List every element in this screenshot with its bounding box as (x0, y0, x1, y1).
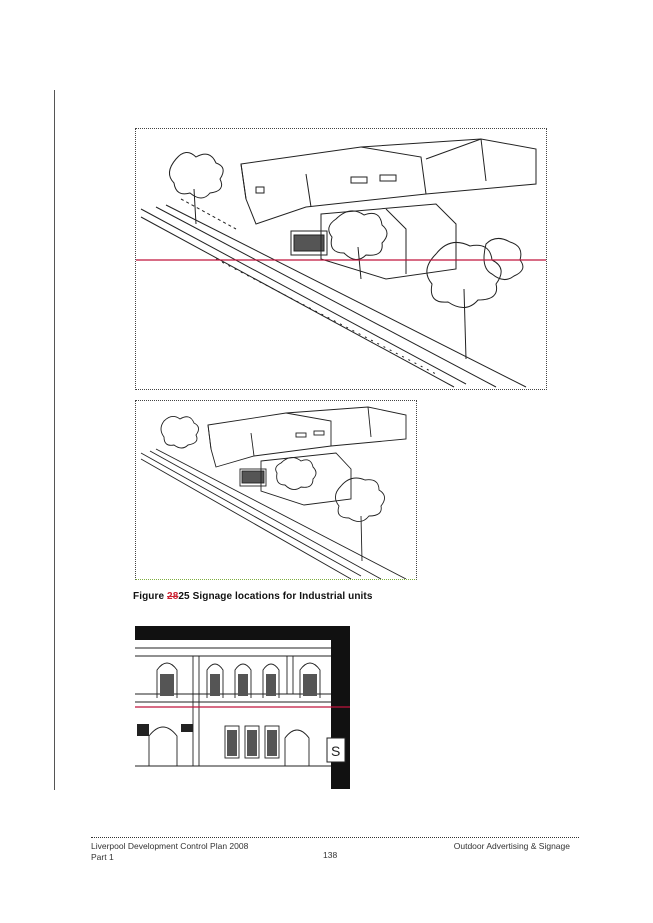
footer-part: Part 1 (91, 852, 114, 862)
figure-caption: Figure 2825 Signage locations for Indust… (133, 591, 373, 602)
deleted-figure-number: 28 (167, 591, 179, 602)
svg-text:S: S (331, 743, 340, 759)
building-facade-drawing: S (135, 626, 350, 789)
inserted-figure-number: 25 (178, 591, 190, 602)
revision-margin-bar (54, 90, 55, 790)
industrial-units-sketch-large (135, 128, 547, 390)
footer-document-title: Liverpool Development Control Plan 2008 (91, 841, 249, 851)
footer-rule (91, 837, 579, 838)
page-number: 138 (323, 850, 338, 860)
footer-section-title: Outdoor Advertising & Signage (453, 841, 570, 851)
industrial-units-sketch-small (135, 400, 417, 580)
